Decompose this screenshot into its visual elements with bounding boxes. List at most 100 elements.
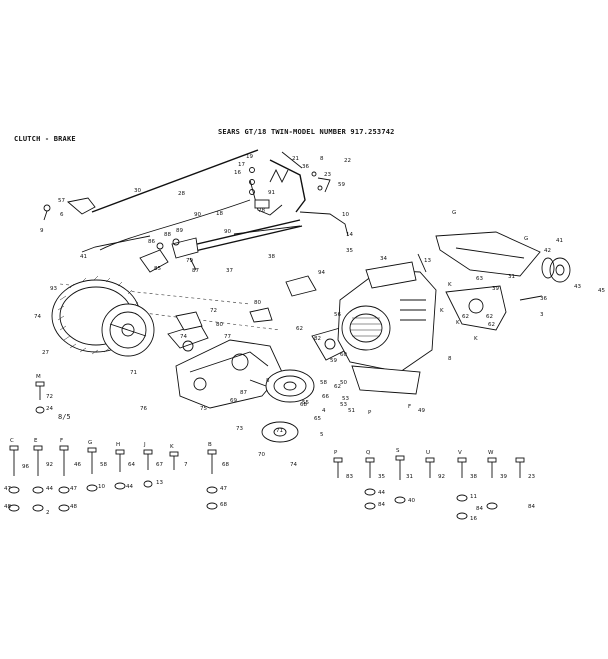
callout-middle: 68 [300,402,307,408]
callout-middle: 76 [140,406,147,412]
callout-washer-numbers: 10 [98,484,105,490]
callout-middle: P [368,410,372,416]
callout-right: G [524,236,528,242]
callout-upper-left: 6 [60,212,64,218]
callout-middle: 51 [348,408,355,414]
callout-right: G [452,210,456,216]
callout-center-top: 22 [344,158,351,164]
callout-upper-left: 28 [178,191,185,197]
callout-center-top: 36 [302,164,309,170]
callout-right: 45 [598,288,605,294]
callout-bolt-letters: W [488,450,494,456]
callout-center-top: 59 [338,182,345,188]
callout-bolt-letters: C [10,438,14,444]
callout-upper-left: 79 [186,258,193,264]
callout-middle: 55 [302,400,309,406]
callout-middle: 62 [334,384,341,390]
callout-bolt-letters: Q [366,450,371,456]
callout-center-top: 10 [342,212,349,218]
callout-right: 42 [544,248,551,254]
section-title: CLUTCH - BRAKE [14,135,76,143]
callout-middle: 60 [340,352,347,358]
callout-washer-numbers: 24 [46,406,53,412]
callout-middle: 80 [216,322,223,328]
callout-middle: 87 [240,390,247,396]
callout-right: 62 [488,322,495,328]
callout-middle: 69 [230,398,237,404]
callout-bolt-numbers: 64 [128,462,135,468]
muffler-shield [435,231,571,331]
callout-middle: 94 [318,270,325,276]
callout-center-top: 37 [226,268,233,274]
callout-right: K [456,320,460,326]
callout-center-top: 35 [346,248,353,254]
callout-washer-numbers: 47 [4,486,11,492]
callout-washer-numbers: 47 [220,486,227,492]
wheel-rim [101,303,155,357]
callout-bolt-numbers: 92 [46,462,53,468]
callout-bolt-letters: H [116,442,120,448]
callout-center-top: 16 [234,170,241,176]
callout-washer-numbers: 68 [220,502,227,508]
callout-center-top: 78 [258,208,265,214]
callout-right: 13 [424,258,431,264]
callout-right: 43 [574,284,581,290]
callout-middle: 80 [254,300,261,306]
callout-middle: 72 [210,308,217,314]
callout-washer-numbers: 44 [378,490,385,496]
callout-washer-numbers: 13 [156,480,163,486]
callout-bolt-letters: K [170,444,174,450]
callout-upper-left: 87 [192,268,199,274]
callout-bolt-numbers: 23 [528,474,535,480]
callout-middle: 77 [224,334,231,340]
callout-middle: 73 [236,426,243,432]
callout-washer-numbers: 84 [528,504,535,510]
callout-middle: 59 [330,358,337,364]
callout-middle: 58 [320,380,327,386]
callout-washer-numbers: 44 [46,486,53,492]
callout-bolt-letters: M [36,374,41,380]
callout-middle: 49 [418,408,425,414]
callout-center-top: 90 [224,229,231,235]
callout-middle: 8 [266,378,270,384]
callout-bolt-numbers: 67 [156,462,163,468]
callout-right: 62 [486,314,493,320]
callout-center-top: 38 [268,254,275,260]
callout-washer-numbers: 11 [470,494,477,500]
callout-middle: 71 [130,370,137,376]
callout-middle: 56 [334,312,341,318]
callout-upper-left: 57 [58,198,65,204]
callout-washer-numbers: 16 [470,516,477,522]
callout-middle: 71 [276,428,283,434]
callout-bolt-numbers: 39 [500,474,507,480]
mount-bracket [285,275,317,297]
callout-center-top: 8 [320,156,324,162]
callout-bolt-numbers: 72 [46,394,53,400]
callout-bolt-letters: P [334,450,338,456]
callout-middle: 75 [200,406,207,412]
callout-middle: 53 [342,396,349,402]
callout-washer-numbers: 47 [70,486,77,492]
callout-center-top: 14 [346,232,353,238]
callout-right: K [440,308,444,314]
callout-bolt-numbers: 38 [470,474,477,480]
callout-bolt-numbers: 83 [346,474,353,480]
bracket-assembly [139,237,199,273]
callout-middle: 5 [320,432,324,438]
callout-middle: 53 [340,402,347,408]
callout-upper-left: 86 [148,239,155,245]
callout-bolt-letters: V [458,450,462,456]
callout-washer-numbers: 48 [4,504,11,510]
callout-bolt-letters: S [396,448,400,454]
callout-bolt-numbers: 58 [100,462,107,468]
model-title: SEARS GT/18 TWIN-MODEL NUMBER 917.253742 [218,128,395,136]
callout-right: 39 [492,286,499,292]
callout-washer-numbers: 84 [378,502,385,508]
callout-center-top: 23 [324,172,331,178]
callout-middle: 50 [340,380,347,386]
callout-upper-left: 90 [194,212,201,218]
callout-right: 63 [476,276,483,282]
callout-bolt-numbers: 31 [406,474,413,480]
